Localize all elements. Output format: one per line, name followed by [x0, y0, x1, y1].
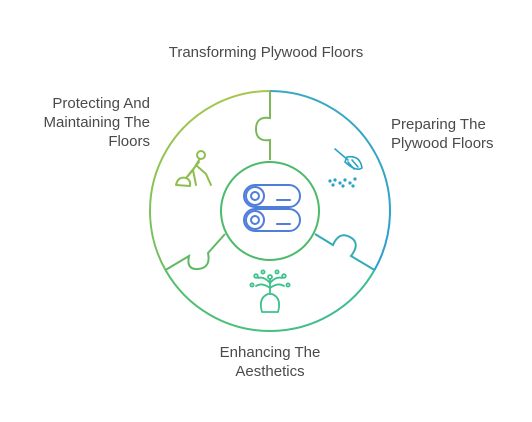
segment-label-line: Enhancing The — [219, 344, 321, 361]
puzzle-divider-left — [164, 233, 226, 271]
segment-label-preparing: Preparing The Plywood Floors — [391, 115, 526, 153]
puzzle-divider-right — [314, 233, 376, 271]
person-mopping-icon — [175, 150, 212, 187]
segment-arc-protecting — [148, 90, 271, 271]
puzzle-divider-top — [254, 91, 271, 160]
segment-label-line: Preparing The — [391, 116, 486, 133]
segment-label-protecting: Protecting And Maintaining The Floors — [10, 94, 150, 151]
plant-vase-icon — [249, 269, 291, 313]
diagram-title: Transforming Plywood Floors — [168, 44, 364, 61]
plywood-rolls-icon — [243, 184, 301, 232]
sweeping-broom-icon — [328, 148, 363, 188]
segment-label-line: Maintaining The — [43, 114, 150, 131]
segment-label-line: Plywood Floors — [391, 135, 494, 152]
segment-arc-enhancing — [164, 269, 376, 333]
segment-arc-preparing — [269, 90, 392, 271]
segment-label-enhancing: Enhancing The Aesthetics — [170, 343, 370, 381]
center-circle — [220, 161, 320, 261]
segment-label-line: Protecting And — [52, 95, 150, 112]
segment-label-line: Aesthetics — [235, 363, 305, 380]
segment-label-line: Floors — [108, 133, 150, 150]
